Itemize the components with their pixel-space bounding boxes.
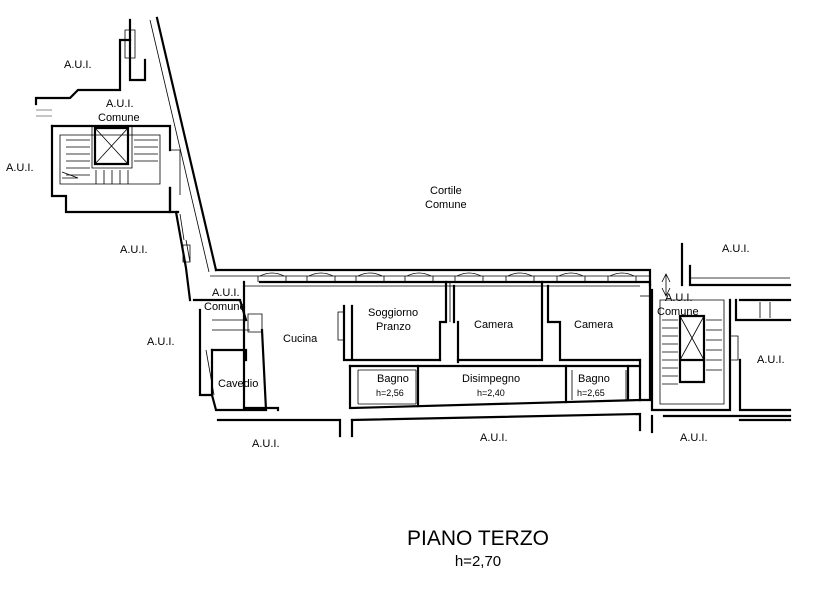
label-camera-1: Camera — [474, 319, 514, 331]
label-comune-cavedio: Comune — [204, 301, 246, 313]
label-aui-mid-left: A.U.I. — [120, 244, 148, 256]
label-aui-far-left: A.U.I. — [147, 336, 175, 348]
label-comune-stair-upper: Comune — [98, 112, 140, 124]
label-pranzo: Pranzo — [376, 321, 411, 333]
label-aui-bottom-right: A.U.I. — [680, 432, 708, 444]
label-aui-top-left: A.U.I. — [64, 59, 92, 71]
label-bagno-2-height: h=2,65 — [577, 388, 605, 398]
label-aui-bottom-left: A.U.I. — [252, 438, 280, 450]
label-camera-2: Camera — [574, 319, 614, 331]
label-bagno-2: Bagno — [578, 373, 610, 385]
apartment — [242, 272, 652, 412]
right-stair-block — [640, 273, 792, 412]
label-disimpegno: Disimpegno — [462, 373, 520, 385]
courtyard-boundary — [149, 16, 792, 287]
label-aui-right-top: A.U.I. — [722, 243, 750, 255]
label-aui-cavedio: A.U.I. — [212, 287, 240, 299]
label-aui-left: A.U.I. — [6, 162, 34, 174]
label-disimpegno-height: h=2,40 — [477, 388, 505, 398]
plan-subtitle: h=2,70 — [455, 553, 501, 570]
window-niches — [257, 272, 637, 282]
label-aui-right-stair: A.U.I. — [665, 292, 693, 304]
label-cortile-comune: Comune — [425, 199, 467, 211]
label-bagno-1: Bagno — [377, 373, 409, 385]
label-cavedio: Cavedio — [218, 378, 258, 390]
label-cortile: Cortile — [430, 185, 462, 197]
label-aui-bottom-center: A.U.I. — [480, 432, 508, 444]
label-aui-stair-upper: A.U.I. — [106, 98, 134, 110]
labels: A.U.I. A.U.I. A.U.I. Comune A.U.I. A.U.I… — [6, 59, 785, 450]
label-aui-right: A.U.I. — [757, 354, 785, 366]
upper-left-stair-block — [34, 18, 181, 214]
label-comune-right-stair: Comune — [657, 306, 699, 318]
label-cucina: Cucina — [283, 333, 318, 345]
label-soggiorno: Soggiorno — [368, 307, 418, 319]
plan-title: PIANO TERZO — [407, 527, 549, 550]
bottom-boundary — [216, 412, 792, 438]
label-bagno-1-height: h=2,56 — [376, 388, 404, 398]
